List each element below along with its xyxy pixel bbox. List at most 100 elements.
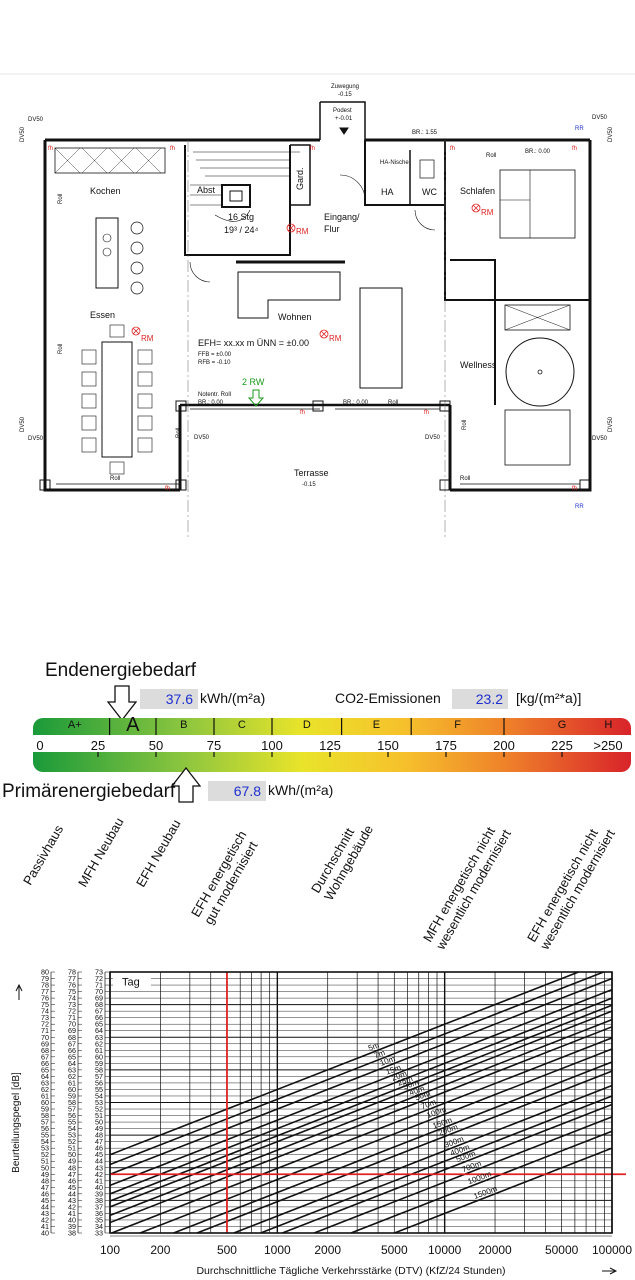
series-line-40m [109, 1018, 613, 1217]
fh-label: fh [572, 486, 577, 492]
roll-label: Roll [58, 194, 64, 204]
y-tick-label: 71 [95, 981, 103, 990]
y-tick-label: 57 [95, 1072, 103, 1081]
dv-label: DV50 [608, 416, 614, 432]
br-label: BR.: 0.00 [525, 149, 551, 155]
rw-label: 2 RW [242, 377, 265, 387]
y-tick-label: 46 [41, 1189, 49, 1198]
y-tick-label: 67 [68, 1039, 76, 1048]
y-axis-arrow-icon [15, 983, 23, 1000]
rfb-label: RFB = -0.10 [198, 360, 231, 366]
floor-plan: Zuwegung -0.15 Podest +-0.01 Kochen Abst… [0, 73, 635, 540]
x-tick-label: 100 [100, 1243, 120, 1257]
x-tick-label: 100000 [592, 1243, 632, 1257]
y-tick-label: 80 [41, 968, 49, 977]
room-gard: Gard. [295, 167, 305, 190]
x-tick-label: 2000 [314, 1243, 341, 1257]
y-tick-label: 51 [68, 1144, 76, 1153]
y-tick-label: 41 [41, 1222, 49, 1231]
y-tick-label: 47 [41, 1183, 49, 1192]
y-tick-label: 56 [68, 1111, 76, 1120]
y-axis-label: Beurteilungspegel [dB] [11, 1072, 22, 1173]
y-tick-label: 69 [95, 994, 103, 1003]
y-tick-label: 47 [95, 1137, 103, 1146]
y-tick-label: 68 [95, 1000, 103, 1009]
room-essen: Essen [90, 310, 115, 320]
y-tick-label: 51 [41, 1157, 49, 1166]
class-label-c: C [237, 719, 246, 731]
series-line-5m [109, 971, 579, 1156]
y-tick-label: 72 [41, 1020, 49, 1029]
series-label-5m: 5m [367, 1040, 381, 1052]
room-kochen: Kochen [90, 186, 121, 196]
y-tick-label: 48 [41, 1176, 49, 1185]
fh-label: fh [165, 486, 170, 492]
y-tick-label: 78 [41, 981, 49, 990]
y-tick-label: 36 [95, 1209, 103, 1218]
series-line-15m [109, 988, 613, 1187]
y-tick-label: 52 [68, 1137, 76, 1146]
br-label: BR.: 0.00 [343, 400, 369, 406]
y-tick-label: 45 [41, 1196, 49, 1205]
fh-label: fh [170, 146, 175, 152]
y-tick-label: 55 [95, 1085, 103, 1094]
scale-tick-label: 50 [148, 738, 164, 753]
class-label-g: G [557, 719, 567, 731]
y-tick-label: 56 [95, 1078, 103, 1087]
room-wohnen: Wohnen [278, 312, 311, 322]
room-wc: WC [422, 187, 437, 197]
fh-label: fh [572, 146, 577, 152]
dv-label: DV50 [20, 416, 26, 432]
y-tick-label: 77 [68, 974, 76, 983]
y-tick-label: 59 [68, 1091, 76, 1100]
scale-tick-label: 225 [551, 738, 573, 753]
ref-passivhaus: Passivhaus [20, 822, 67, 888]
y-tick-label: 42 [41, 1215, 49, 1224]
y-tick-label: 61 [41, 1091, 49, 1100]
y-tick-label: 52 [41, 1150, 49, 1159]
rm-label: RM [296, 227, 309, 236]
rr-label: RR [575, 126, 584, 132]
y-tick-label: 39 [95, 1189, 103, 1198]
y-tick-label: 48 [68, 1163, 76, 1172]
y-tick-label: 54 [95, 1091, 103, 1100]
dv-label: DV50 [608, 126, 614, 142]
y-tick-label: 44 [95, 1157, 103, 1166]
series-line-150m [173, 1061, 613, 1234]
y-tick-label: 50 [68, 1150, 76, 1159]
primaer-value: 67.8 [208, 781, 266, 801]
plot-frame [109, 971, 613, 1234]
roll-label: Roll [462, 420, 468, 430]
y-tick-label: 50 [41, 1163, 49, 1172]
y-tick-label: 73 [95, 968, 103, 977]
y-tick-label: 58 [68, 1098, 76, 1107]
y-tick-label: 55 [68, 1118, 76, 1127]
series-line-400m [260, 1095, 613, 1234]
series-line-50m [109, 1026, 613, 1224]
y-tick-label: 38 [68, 1229, 76, 1238]
class-label-e: E [372, 719, 381, 731]
y-tick-label: 41 [95, 1176, 103, 1185]
scale-tick-label: 0 [36, 738, 44, 753]
primaer-unit: kWh/(m²a) [268, 782, 334, 798]
series-line-100m [139, 1048, 613, 1234]
y-tick-label: 40 [68, 1215, 76, 1224]
dv-label: DV50 [592, 115, 608, 121]
class-label-h: H [604, 719, 613, 731]
endenergie-arrow-icon [107, 685, 137, 721]
y-tick-label: 58 [95, 1065, 103, 1074]
dv-label: DV50 [425, 435, 441, 441]
co2-unit: [kg/(m²*a)] [516, 690, 582, 706]
y-tick-label: 46 [68, 1176, 76, 1185]
y-tick-label: 59 [95, 1059, 103, 1068]
y-tick-label: 72 [68, 1007, 76, 1016]
class-label-f: F [454, 719, 461, 731]
y-tick-label: 78 [68, 968, 76, 977]
y-tick-label: 71 [41, 1026, 49, 1035]
y-tick-label: 60 [41, 1098, 49, 1107]
series-line-300m [233, 1084, 613, 1234]
roll-label: Roll [110, 476, 120, 482]
